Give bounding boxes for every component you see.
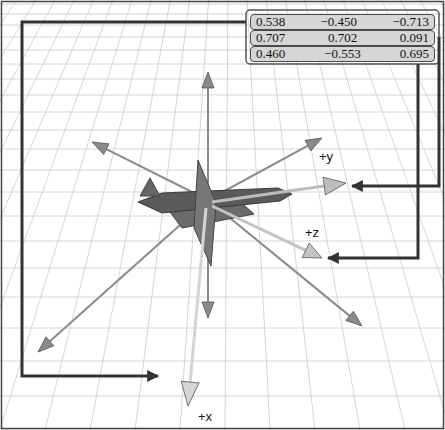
grid-line: [0, 0, 230, 430]
grid-line: [0, 0, 230, 430]
grid-line: [230, 0, 445, 430]
world-axis-head: [305, 138, 322, 151]
matrix-row: 0.707 0.702 0.091: [250, 30, 435, 46]
grid-line: [0, 0, 230, 430]
grid-line: [0, 0, 230, 430]
grid-line: [0, 0, 230, 430]
grid-line: [230, 0, 445, 430]
axis-label: +z: [304, 226, 320, 240]
grid-line: [230, 0, 445, 430]
body-axis-shaft: [190, 208, 206, 382]
grid-line: [0, 361, 445, 362]
grid-line: [90, 0, 230, 430]
body-axes: [181, 177, 346, 406]
matrix-cell: −0.713: [392, 15, 429, 29]
grid-line: [230, 0, 445, 430]
grid-line: [230, 0, 445, 430]
body-axis-shaft: [212, 186, 324, 202]
grid-line: [0, 0, 230, 430]
matrix-cell: −0.450: [321, 15, 358, 29]
grid-line: [230, 0, 445, 430]
grid-line: [230, 0, 445, 430]
grid-line: [0, 170, 445, 171]
grid-line: [0, 0, 230, 430]
matrix-cell: 0.707: [256, 31, 285, 45]
grid-line: [0, 130, 445, 131]
grid-line: [0, 0, 230, 430]
grid-line: [230, 0, 445, 430]
matrix-cell: 0.702: [328, 31, 357, 45]
grid-line: [230, 0, 445, 430]
grid-line: [0, 0, 230, 430]
grid-line: [230, 0, 445, 430]
matrix-cell: 0.538: [256, 15, 285, 29]
axis-label: +y: [318, 150, 334, 164]
world-axis-head: [202, 72, 214, 88]
grid-line: [0, 95, 445, 96]
grid-line: [0, 0, 230, 430]
body-axis-shaft: [212, 206, 306, 250]
grid-line: [0, 0, 230, 430]
body-axis-head: [323, 177, 346, 195]
grid-line: [0, 0, 230, 430]
grid-line: [45, 0, 230, 430]
grid-line: [230, 0, 445, 430]
world-axis-head: [202, 302, 214, 318]
grid-line: [0, 0, 230, 430]
grid-line: [0, 4, 445, 5]
grid-line: [230, 0, 445, 430]
grid-line: [0, 0, 230, 430]
grid-line: [230, 0, 445, 430]
world-axes: [38, 72, 362, 352]
matrix-cell: 0.091: [400, 31, 429, 45]
grid-line: [230, 0, 445, 430]
grid-line: [0, 396, 445, 397]
matrix-row: 0.538 −0.450 −0.713: [250, 14, 435, 30]
world-axis-head: [38, 337, 54, 352]
matrix-row: 0.460 −0.553 0.695: [250, 46, 435, 62]
grid-line: [230, 0, 445, 430]
grid-line: [0, 328, 445, 329]
matrix-cell: 0.695: [400, 47, 429, 61]
grid-line: [230, 0, 445, 430]
grid-line: [230, 0, 445, 430]
grid-line: [230, 0, 445, 430]
axis-label: +x: [197, 410, 213, 424]
grid-line: [0, 0, 230, 430]
grid-line: [0, 0, 230, 430]
grid-line: [0, 0, 230, 430]
grid-line: [0, 297, 445, 298]
grid-line: [0, 0, 230, 430]
leader-lines: [22, 22, 439, 376]
grid-line: [230, 0, 445, 430]
grid-line: [0, 241, 445, 242]
grid-line: [0, 112, 445, 113]
grid-line: [230, 0, 445, 430]
world-axis-head: [346, 311, 362, 326]
leader-line: [22, 22, 246, 376]
grid-line: [0, 79, 445, 80]
grid-line: [230, 0, 445, 430]
grid-line: [0, 268, 445, 269]
leader-line: [328, 64, 418, 258]
matrix-bracket: [246, 10, 439, 64]
body-axis-head: [302, 243, 322, 258]
grid-line: [230, 0, 445, 430]
grid-line: [0, 0, 230, 430]
grid-line: [0, 0, 230, 430]
matrix-cell: −0.553: [324, 47, 361, 61]
aircraft: [138, 160, 292, 266]
matrix-cell: 0.460: [256, 47, 285, 61]
body-axis-head: [181, 381, 199, 406]
grid-line: [0, 149, 445, 150]
world-axis-head: [92, 142, 109, 155]
grid-line: [0, 0, 230, 430]
